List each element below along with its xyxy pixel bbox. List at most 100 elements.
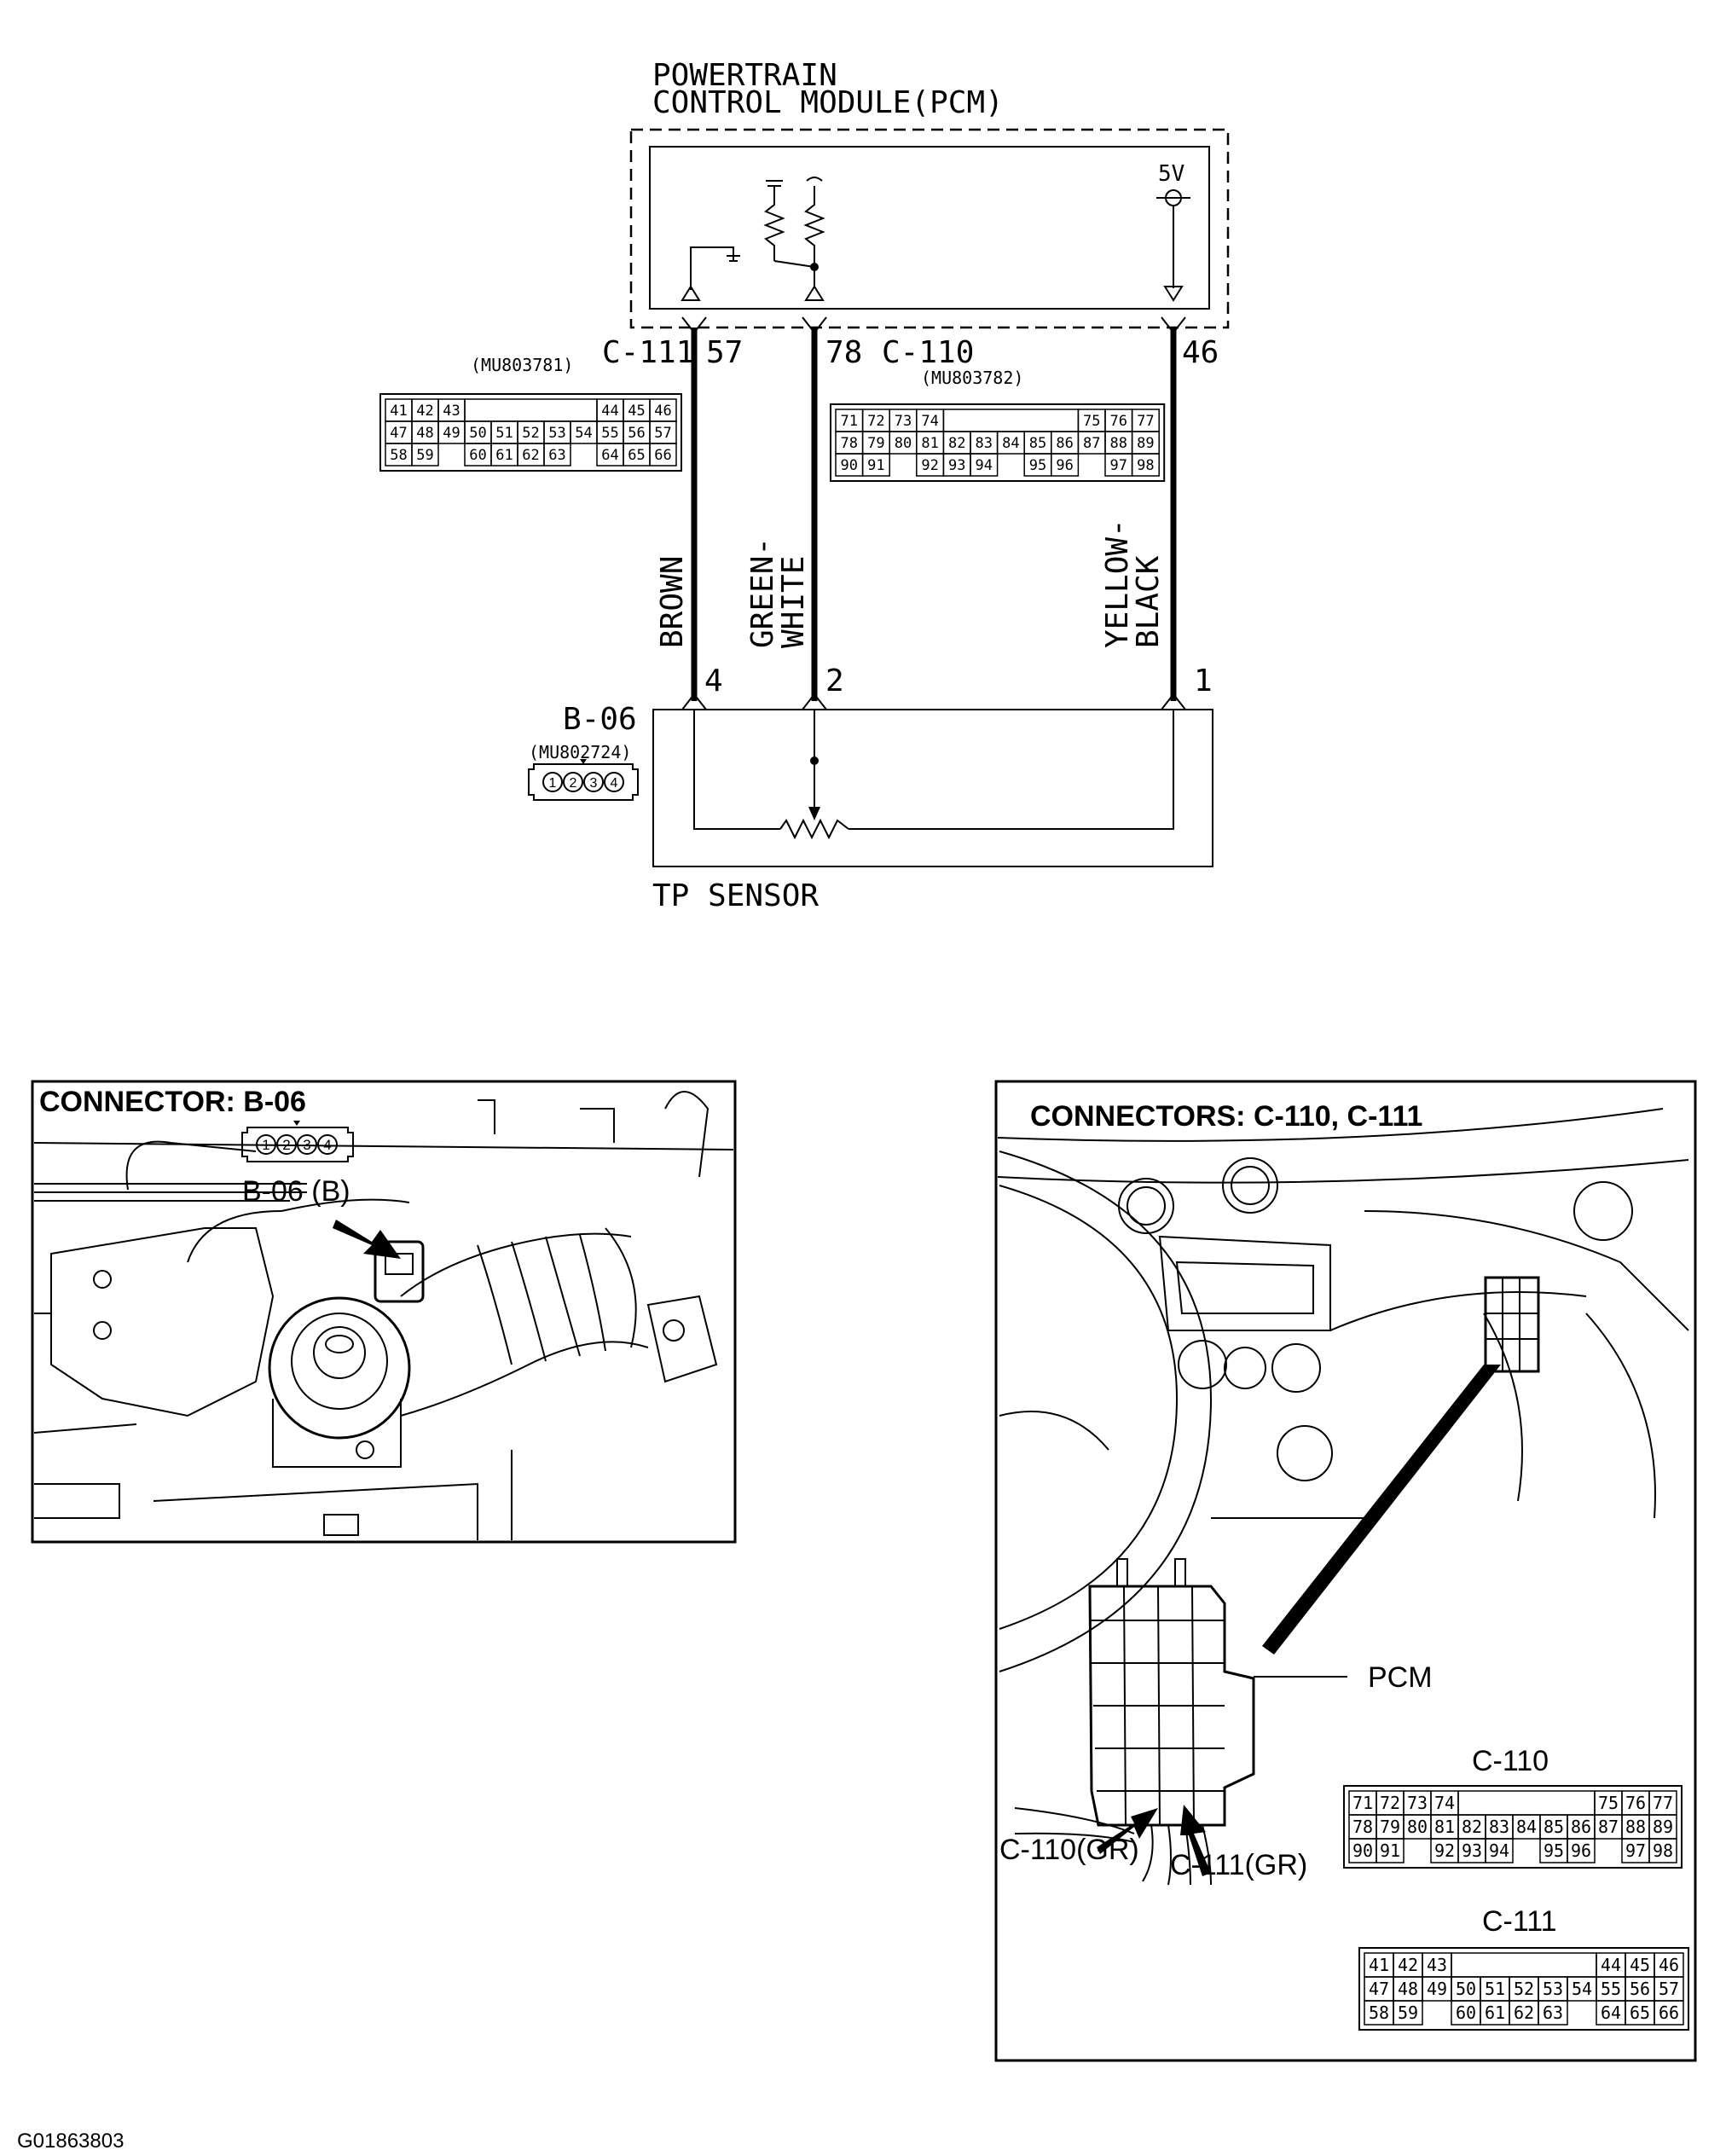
pin-cell [1376, 1838, 1405, 1863]
pin-number: 51 [1485, 1979, 1505, 1999]
pin-number: 43 [443, 403, 460, 420]
pin-number: 45 [628, 403, 645, 420]
pin-number: 50 [469, 425, 486, 442]
c111-gr-label: C-111(GR) [1170, 1849, 1307, 1881]
mini-pin-number: 4 [323, 1137, 331, 1153]
mini-pin-number: 3 [590, 776, 598, 791]
pin-number: 92 [1434, 1840, 1455, 1861]
pin-number: 87 [1598, 1817, 1619, 1837]
pin-number: 63 [1543, 2002, 1563, 2023]
pin-number: 50 [1456, 1979, 1476, 1999]
pin-number: 93 [1462, 1840, 1482, 1861]
pin-number: 75 [1083, 413, 1100, 430]
wire-label-green-1: GREEN- [745, 537, 780, 648]
pin-cell [1538, 2000, 1568, 2026]
pin-number: 65 [628, 447, 645, 464]
pin-number: 82 [1462, 1817, 1482, 1837]
c110-panel-label: C-110 [1472, 1745, 1549, 1777]
c110-pointer-arrow [1097, 1808, 1158, 1854]
mini-pin [542, 772, 563, 792]
wire-label-brown: BROWN [655, 556, 690, 648]
connector-outline [1358, 1947, 1689, 2031]
pin-46-label: 46 [1182, 335, 1219, 370]
pin-number: 52 [522, 425, 539, 442]
pin-number: 89 [1653, 1817, 1673, 1837]
pcm-title-line2: CONTROL MODULE(PCM) [652, 85, 1004, 120]
mini-pin [256, 1134, 276, 1155]
tp-sensor-block: B-06 (MU802724) TP SENSOR [529, 702, 1213, 913]
c111-part-number: (MU803781) [471, 355, 573, 375]
resistor-network [763, 177, 825, 301]
pin-number: 41 [390, 403, 407, 420]
pin-number: 86 [1056, 435, 1073, 452]
pin-number: 96 [1571, 1840, 1591, 1861]
pin-number: 91 [867, 457, 884, 474]
sensor-pin-1: 1 [1194, 664, 1213, 698]
pin-number: 95 [1544, 1840, 1564, 1861]
pin-number: 62 [1514, 2002, 1534, 2023]
c111-pointer-arrow [1180, 1805, 1211, 1876]
pin-number: 51 [495, 425, 513, 442]
pin-number: 88 [1625, 1817, 1646, 1837]
pin-number: 71 [841, 413, 858, 430]
supply-5v: 5V [1156, 161, 1190, 302]
pin-number: 83 [976, 435, 993, 452]
pin-number: 66 [1659, 2002, 1679, 2023]
pin-number: 82 [948, 435, 965, 452]
connector-key [1451, 1952, 1597, 1978]
potentiometer-resistor [779, 818, 849, 840]
pin-cell [1648, 1838, 1677, 1863]
pin-number: 98 [1137, 457, 1154, 474]
pin-number: 44 [1601, 1955, 1621, 1975]
pin-number: 62 [522, 447, 539, 464]
pin-number: 94 [1489, 1840, 1509, 1861]
pin-number: 88 [1110, 435, 1127, 452]
pin-number: 73 [1407, 1793, 1428, 1813]
c111-connector-label: C-111 [602, 335, 694, 370]
pin-number: 42 [416, 403, 433, 420]
pin-number: 93 [948, 457, 965, 474]
pin-number: 55 [601, 425, 618, 442]
pin-number: 46 [1659, 1955, 1679, 1975]
pin-number: 89 [1137, 435, 1154, 452]
pin-number: 84 [1516, 1817, 1537, 1837]
pin-number: 64 [601, 447, 618, 464]
pin-number: 81 [921, 435, 938, 452]
pin-cell [861, 453, 890, 477]
pin-number: 71 [1352, 1793, 1373, 1813]
pin-number: 76 [1625, 1793, 1646, 1813]
mini-pin [563, 772, 583, 792]
figure-id: G01863803 [17, 2130, 124, 2153]
pin-number: 72 [1380, 1793, 1400, 1813]
pin-cell [970, 453, 999, 477]
b06-pointer-arrow [333, 1220, 401, 1259]
pin-number: 63 [548, 447, 565, 464]
pin-number: 49 [1427, 1979, 1447, 1999]
mini-pin [604, 772, 624, 792]
connector-key [464, 398, 598, 422]
pin-cell [1654, 2000, 1684, 2026]
pin-number: 45 [1630, 1955, 1650, 1975]
pin-number: 76 [1110, 413, 1127, 430]
mini-pin [317, 1134, 338, 1155]
pin-number: 75 [1598, 1793, 1619, 1813]
pin-number: 95 [1029, 457, 1046, 474]
pin-57-label: 57 [706, 335, 743, 370]
sensor-pin-4: 4 [704, 664, 723, 698]
mini-pin-number: 4 [611, 776, 618, 791]
pin-cell [1485, 1838, 1514, 1863]
pin-number: 43 [1427, 1955, 1447, 1975]
sensor-pin-2: 2 [825, 664, 844, 698]
pin-cell [1131, 453, 1160, 477]
pin-cell [1051, 453, 1080, 477]
pcm-panel-title: CONNECTORS: C-110, C-111 [1030, 1100, 1422, 1133]
pin-number: 80 [1407, 1817, 1428, 1837]
pin-number: 97 [1110, 457, 1127, 474]
pin-number: 87 [1083, 435, 1100, 452]
pcm-callout-label: PCM [1368, 1661, 1433, 1694]
pin-number: 52 [1514, 1979, 1534, 1999]
pin-number: 91 [1380, 1840, 1400, 1861]
wire-label-green-2: WHITE [776, 556, 811, 648]
